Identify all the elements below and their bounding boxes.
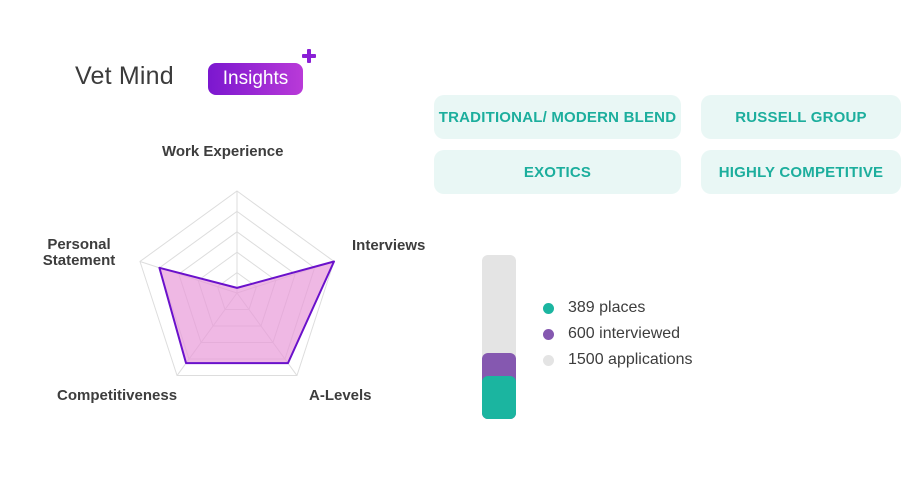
tag-exotics: EXOTICS [434,150,681,194]
applications-dot-icon [543,354,554,366]
radar-grid-ring [139,190,335,377]
legend-item-places: 389 places [543,295,693,321]
stats-legend: 389 places 600 interviewed 1500 applicat… [543,295,693,373]
interviewed-dot-icon [543,328,554,340]
brand-name: Vet Mind [75,62,174,90]
applications-bar [482,255,516,419]
tag-traditional-modern: TRADITIONAL/ MODERN BLEND [434,95,681,139]
insights-badge: Insights [208,63,303,95]
axis-label-personal-statement: Personal Statement [42,236,116,269]
plus-icon [301,48,317,64]
legend-label: 389 places [568,299,646,316]
legend-label: 600 interviewed [568,325,681,342]
axis-label-work-experience: Work Experience [162,143,284,160]
radar-polygon [158,260,336,365]
axis-label-a-levels: A-Levels [309,387,372,404]
places-dot-icon [543,302,554,314]
axis-label-competitiveness: Competitiveness [57,387,178,404]
places-segment [482,376,516,419]
legend-item-interviewed: 600 interviewed [543,321,693,347]
legend-label: 1500 applications [568,351,693,368]
tag-highly-competitive: HIGHLY COMPETITIVE [701,150,901,194]
brand: Vet Mind [75,62,174,91]
axis-label-interviews: Interviews [352,237,426,254]
legend-item-applications: 1500 applications [543,347,693,373]
tag-russell-group: RUSSELL GROUP [701,95,901,139]
